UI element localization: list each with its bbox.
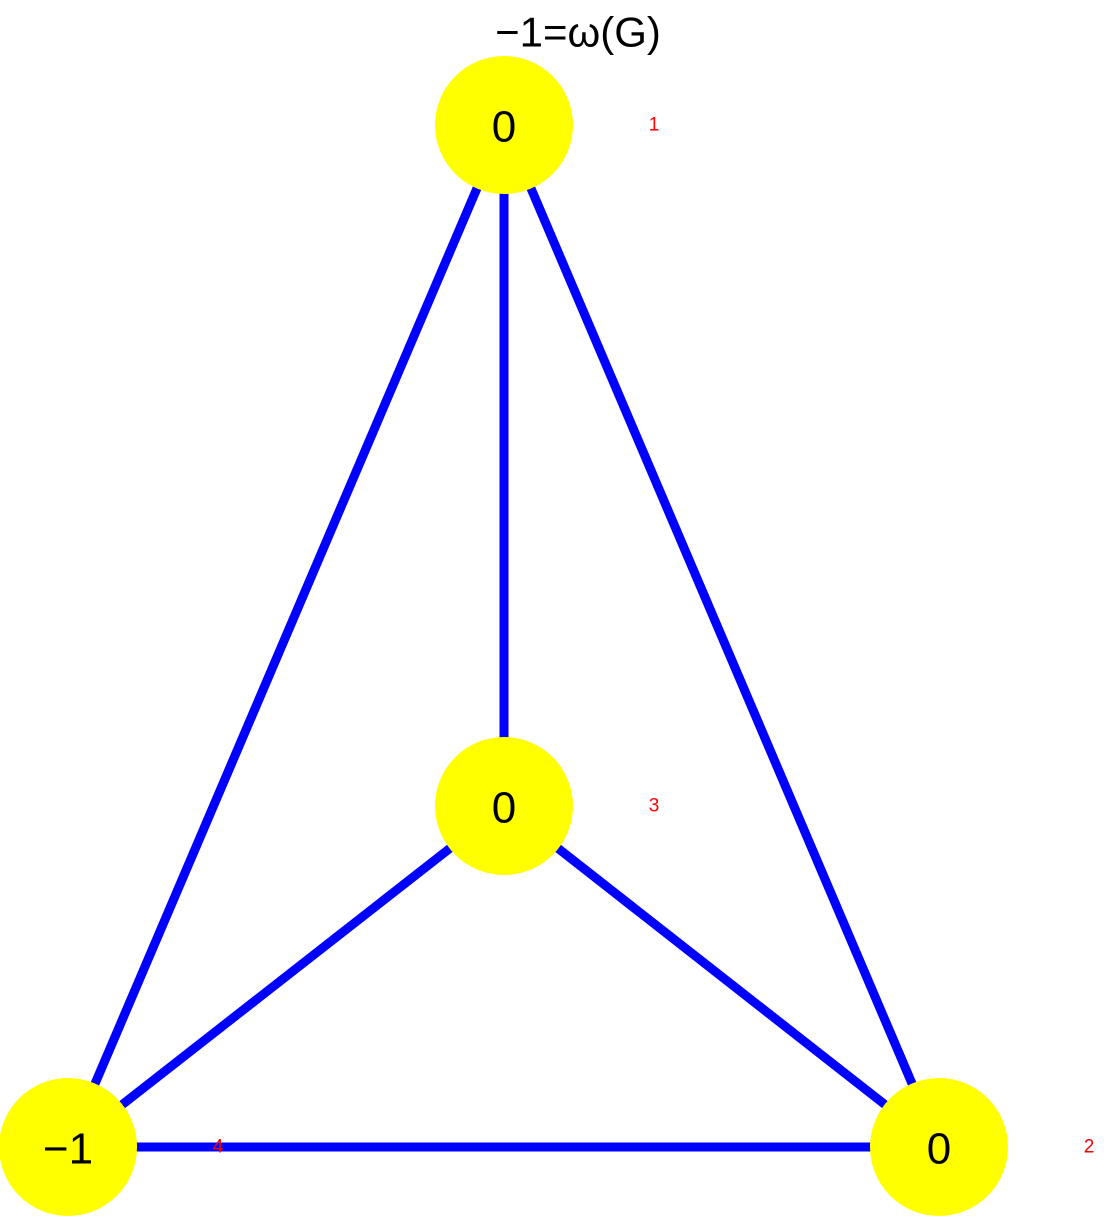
- node-circle: [435, 737, 573, 875]
- node-value: 0: [927, 1125, 951, 1174]
- node-id-labels: 1 2 3 4: [213, 115, 1095, 1158]
- graph-title: −1=ω(G): [495, 9, 661, 56]
- node-circle: [0, 1078, 137, 1216]
- node-circle: [435, 56, 573, 194]
- node-1: 0: [435, 56, 573, 194]
- edges-layer: [63, 123, 944, 1152]
- node-id-label: 1: [649, 115, 660, 136]
- node-id-label: 2: [1084, 1137, 1095, 1158]
- node-4: −1: [0, 1078, 137, 1216]
- nodes-layer: 0 0 0 −1: [0, 56, 1008, 1216]
- node-value: 0: [492, 103, 516, 152]
- node-2: 0: [870, 1078, 1008, 1216]
- node-3: 0: [435, 737, 573, 875]
- edge-3-2: [501, 802, 942, 1151]
- edge-1-4: [63, 123, 509, 1149]
- node-circle: [870, 1078, 1008, 1216]
- node-value: −1: [43, 1125, 93, 1174]
- node-value: 0: [492, 784, 516, 833]
- node-id-label: 3: [649, 796, 660, 817]
- edge-3-4: [65, 802, 507, 1151]
- node-id-label: 4: [213, 1137, 224, 1158]
- edge-1-2: [499, 123, 944, 1149]
